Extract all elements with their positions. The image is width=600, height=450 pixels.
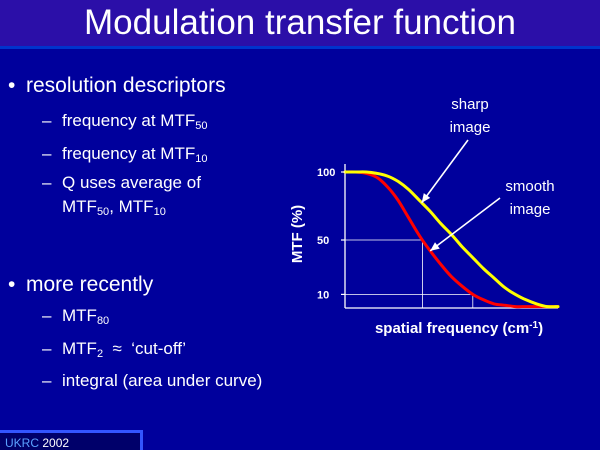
dash-icon: – — [42, 144, 52, 163]
title-bar: Modulation transfer function — [0, 0, 600, 49]
sub-item-integral: –integral (area under curve) — [42, 371, 263, 390]
sub-item-mtf2: –MTF2 ≈ ‘cut-off’ — [42, 339, 187, 360]
footer-text: UKRC 2002 — [5, 436, 70, 450]
annotation-arrowhead-0 — [421, 193, 431, 203]
bullet-dot-icon: • — [8, 273, 16, 296]
dash-icon: – — [42, 173, 52, 192]
y-tick-label-10: 10 — [317, 289, 329, 301]
sub-item-mtf10: –frequency at MTF10 — [42, 144, 208, 165]
footer-bar: UKRC 2002 — [0, 430, 143, 450]
bullet-text: more recently — [26, 273, 154, 296]
x-axis-label: spatial frequency (cm-1) — [375, 320, 543, 338]
annotation-arrow-0 — [421, 139, 469, 204]
chart-annotations: sharp image smooth image — [421, 96, 555, 252]
annotation-label-0-line2: image — [450, 119, 491, 136]
annotation-label-1-line2: image — [510, 201, 551, 218]
annotation-arrow-1 — [429, 197, 501, 252]
dash-icon: – — [42, 339, 52, 358]
annotation-arrowhead-1 — [430, 242, 440, 251]
y-axis-label: MTF (%) — [289, 205, 306, 263]
dash-icon: – — [42, 371, 52, 390]
y-tick-label-100: 100 — [317, 167, 335, 179]
bullet-dot-icon: • — [8, 74, 16, 97]
series-line-smooth-image — [343, 170, 560, 309]
dash-icon: – — [42, 306, 52, 325]
bullet-resolution-descriptors: • resolution descriptors — [8, 74, 226, 98]
annotation-label-1-line1: smooth — [505, 178, 554, 195]
chart-guides — [345, 239, 474, 308]
slide-title: Modulation transfer function — [84, 3, 516, 42]
sub-item-q-continuation: MTF50, MTF10 — [62, 197, 166, 218]
dash-icon: – — [42, 111, 52, 130]
chart-ticks: 100 50 10 — [317, 167, 345, 301]
sub-item-q: –Q uses average of — [42, 173, 201, 192]
sub-item-mtf80: –MTF80 — [42, 306, 110, 327]
bullet-text: resolution descriptors — [26, 74, 226, 97]
y-tick-label-50: 50 — [317, 235, 329, 247]
sub-item-mtf50: –frequency at MTF50 — [42, 111, 208, 132]
bullet-more-recently: • more recently — [8, 273, 153, 297]
annotation-label-0-line1: sharp — [451, 96, 489, 113]
